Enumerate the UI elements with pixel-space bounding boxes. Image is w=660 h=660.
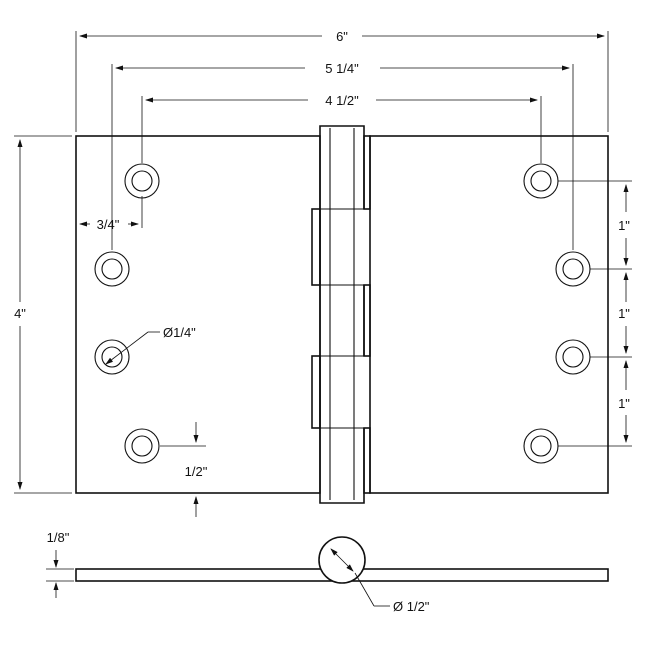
hinge-knuckle (311, 125, 371, 504)
hole-span-inner-label: 4 1/2" (325, 93, 359, 108)
screw-hole (94, 339, 130, 375)
screw-hole (555, 339, 591, 375)
pin-diameter-label: Ø 1/2" (393, 599, 430, 614)
dim-edge-offset: 3/4" (79, 196, 143, 232)
dim-hole-diameter: Ø1/4" (105, 325, 196, 365)
dim-bottom-offset: 1/2" (160, 422, 208, 517)
hole-diameter-label: Ø1/4" (163, 325, 196, 340)
dim-hole-span-outer: 5 1/4" (111, 61, 574, 250)
right-leaf (369, 135, 609, 494)
dim-pin-diameter: Ø 1/2" (354, 572, 430, 614)
dim-height: 4" (14, 135, 72, 494)
hinge-top-view (75, 125, 609, 504)
height-label: 4" (14, 306, 26, 321)
dim-leaf-thickness: 1/8" (46, 530, 74, 598)
screw-hole (94, 251, 130, 287)
hinge-side-view (75, 536, 609, 584)
left-leaf (75, 135, 321, 494)
dim-overall-width: 6" (75, 29, 609, 132)
leaf-thickness-label: 1/8" (47, 530, 70, 545)
hole-spacing-label-1: 1" (618, 218, 630, 233)
screw-hole (555, 251, 591, 287)
bottom-offset-label: 1/2" (185, 464, 208, 479)
dim-hole-span-inner: 4 1/2" (141, 93, 542, 163)
dim-hole-spacing: 1" 1" 1" (558, 180, 632, 447)
screw-hole (523, 428, 559, 464)
screw-hole (523, 163, 559, 199)
hole-spacing-label-2: 1" (618, 306, 630, 321)
hole-spacing-label-3: 1" (618, 396, 630, 411)
screw-hole (124, 428, 160, 464)
hole-span-outer-label: 5 1/4" (325, 61, 359, 76)
overall-width-label: 6" (336, 29, 348, 44)
edge-offset-label: 3/4" (97, 217, 120, 232)
screw-hole (124, 163, 160, 199)
